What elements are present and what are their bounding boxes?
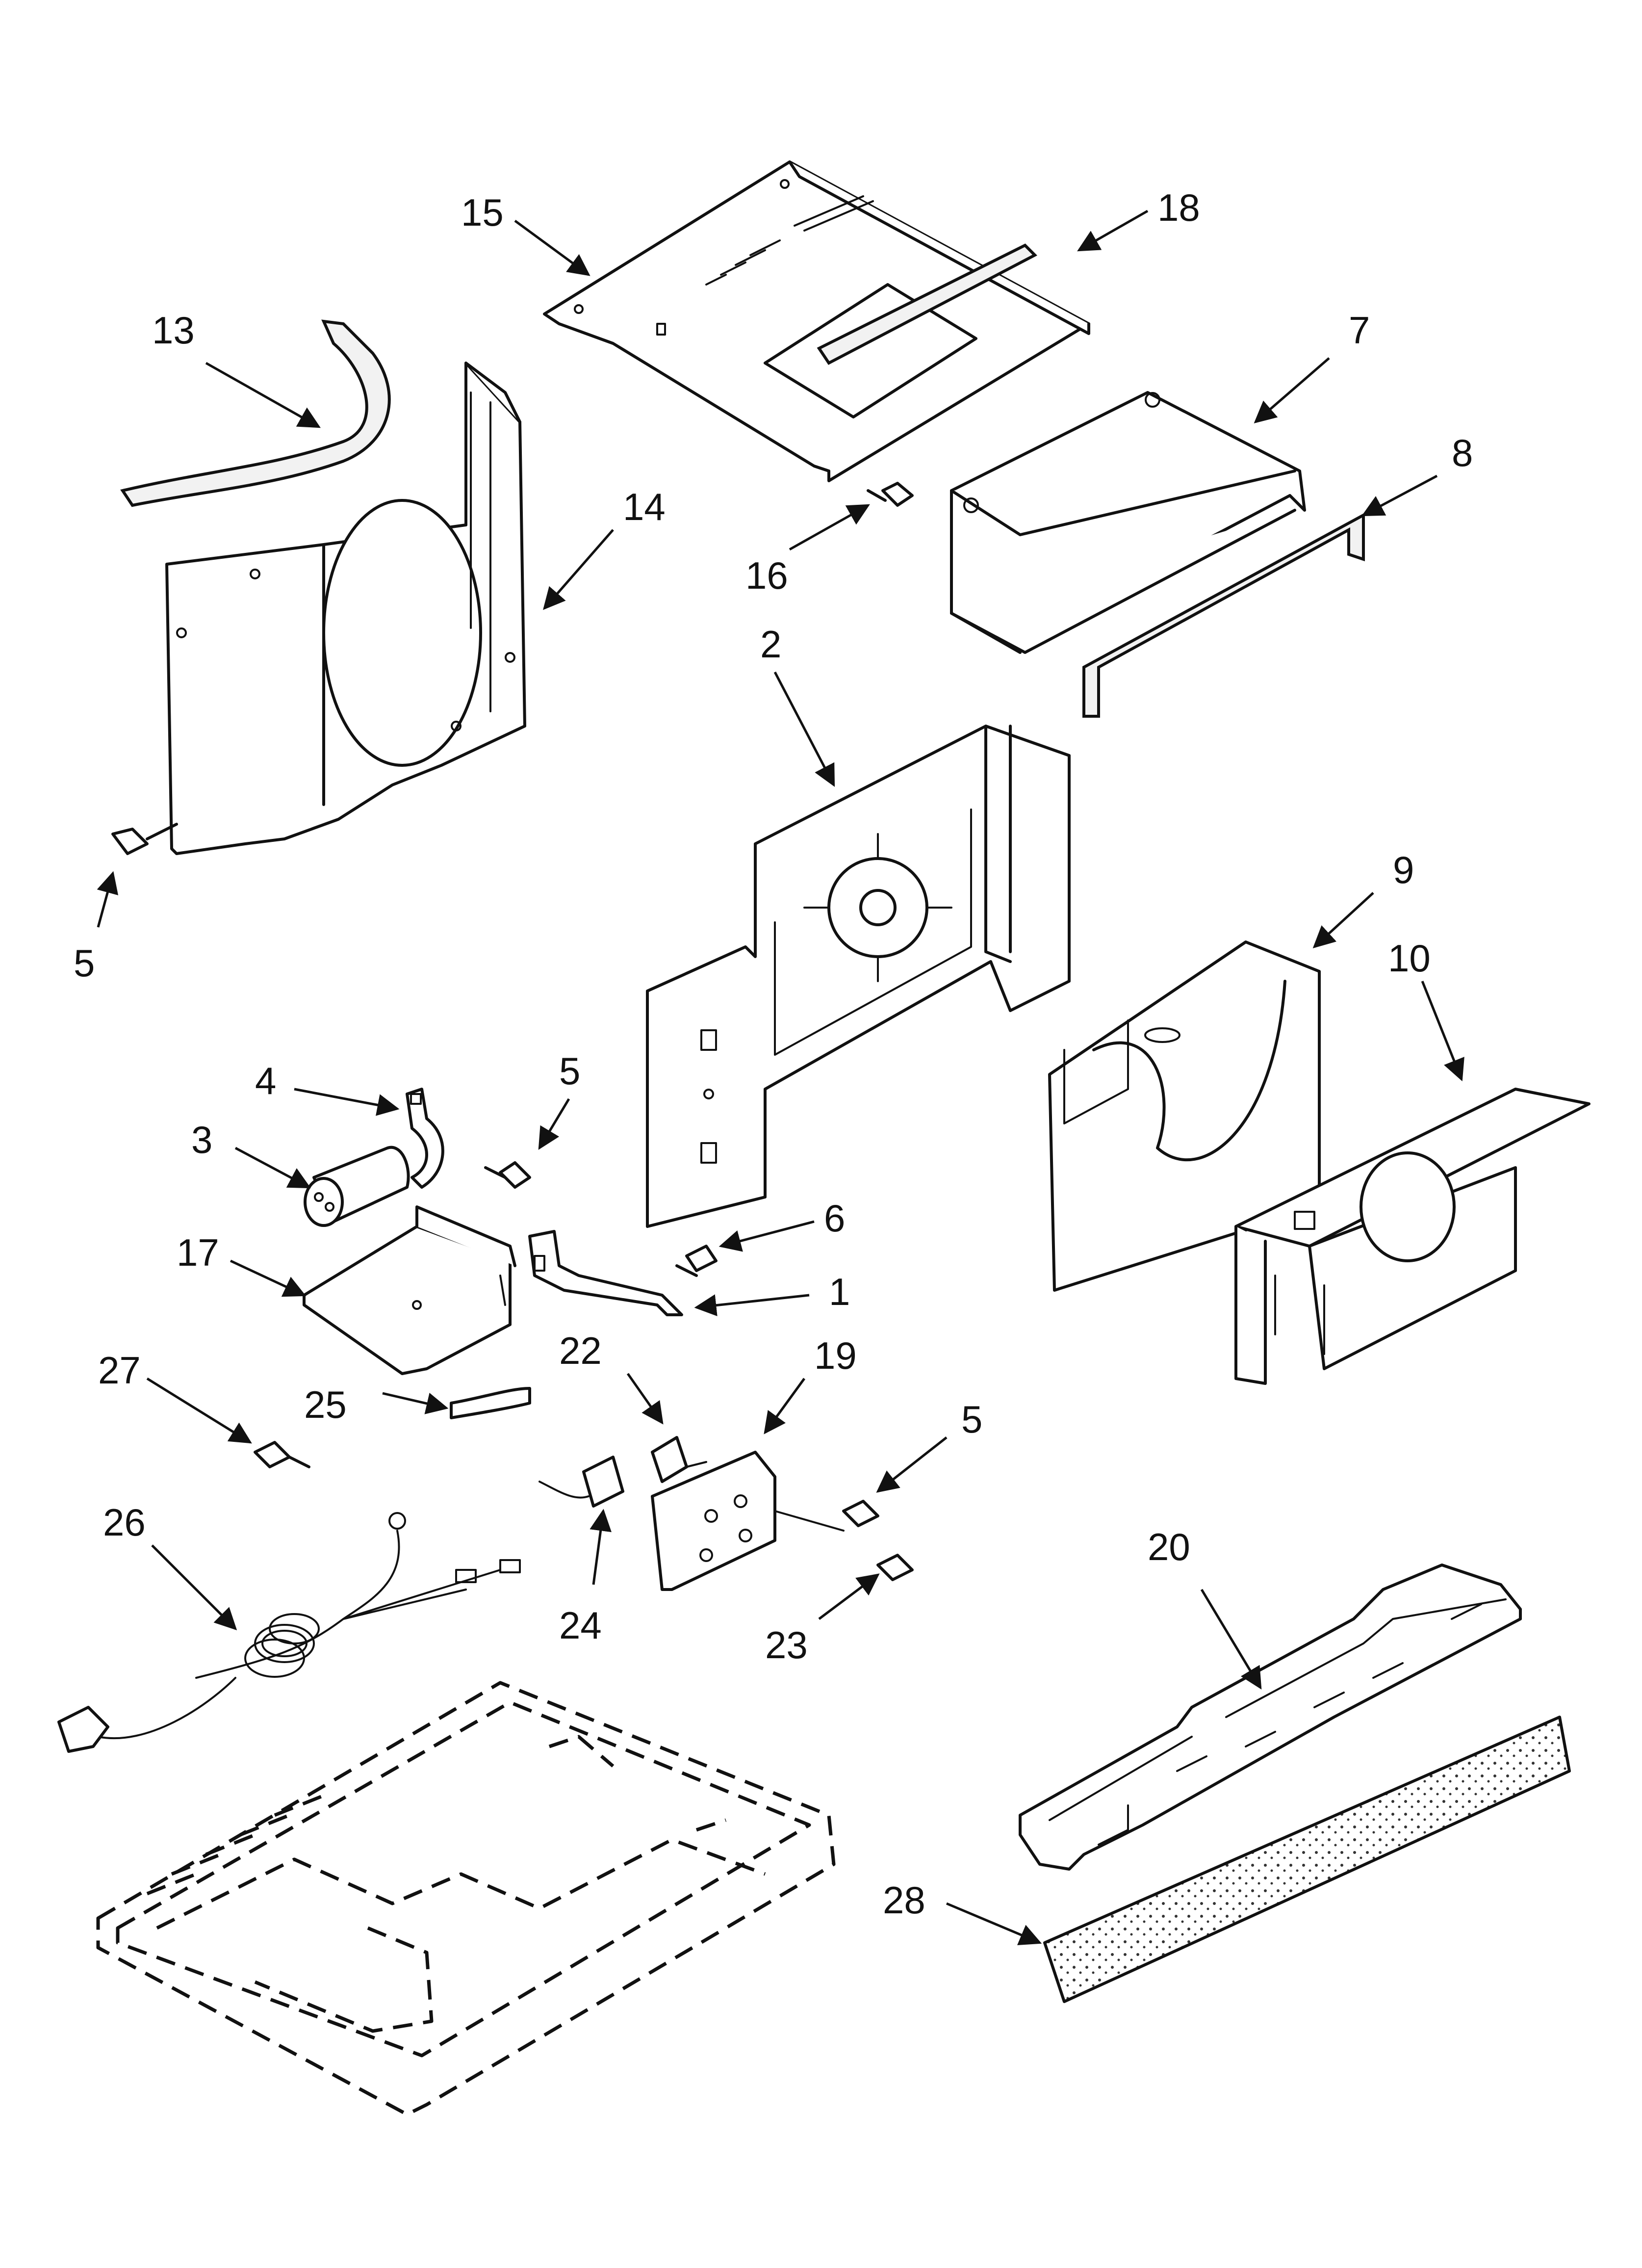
callout-16: 16 bbox=[745, 554, 788, 597]
callout-14: 14 bbox=[623, 485, 666, 528]
part-switch-24 bbox=[539, 1456, 624, 1508]
callout-10: 10 bbox=[1388, 937, 1431, 980]
callout-1: 1 bbox=[829, 1270, 850, 1313]
callout-22: 22 bbox=[559, 1329, 602, 1372]
callout-8: 8 bbox=[1452, 431, 1473, 474]
callout-15: 15 bbox=[461, 191, 504, 234]
callout-17: 17 bbox=[177, 1231, 219, 1274]
part-capacitor-3 bbox=[304, 1146, 410, 1227]
callout-25: 25 bbox=[304, 1383, 347, 1426]
leader-arrows bbox=[97, 209, 1464, 1946]
part-screw-5-middle bbox=[484, 1161, 531, 1189]
callout-27: 27 bbox=[98, 1349, 141, 1392]
callout-6: 6 bbox=[824, 1197, 845, 1240]
part-screw-16 bbox=[867, 482, 914, 507]
part-strip-8 bbox=[1082, 512, 1365, 718]
part-screw-27 bbox=[254, 1441, 310, 1468]
base-pan-dashed bbox=[96, 1681, 836, 2116]
part-scroll-9 bbox=[1048, 940, 1321, 1292]
part-screw-23 bbox=[876, 1554, 914, 1581]
callout-23: 23 bbox=[765, 1623, 808, 1667]
callout-5-left: 5 bbox=[74, 941, 95, 985]
part-shroud-14 bbox=[165, 362, 526, 855]
part-hose-25 bbox=[450, 1387, 531, 1419]
callout-2: 2 bbox=[760, 623, 781, 666]
callout-26: 26 bbox=[103, 1501, 146, 1544]
part-filter-28 bbox=[1043, 1716, 1571, 2003]
part-clip-1 bbox=[528, 1230, 683, 1316]
part-gasket-strip-18 bbox=[817, 243, 1038, 365]
part-power-cord-26 bbox=[57, 1512, 521, 1753]
callout-9: 9 bbox=[1393, 848, 1414, 891]
callout-24: 24 bbox=[559, 1604, 602, 1647]
callout-5-right: 5 bbox=[961, 1398, 982, 1441]
callout-19: 19 bbox=[814, 1334, 857, 1377]
part-screw-5-left bbox=[111, 823, 178, 855]
part-rail-10 bbox=[1234, 1088, 1591, 1385]
callout-28: 28 bbox=[883, 1878, 925, 1922]
part-switch-22 bbox=[651, 1436, 707, 1483]
callout-3: 3 bbox=[191, 1118, 212, 1161]
part-top-cover bbox=[543, 160, 1090, 482]
part-drain-pan-20 bbox=[1019, 1564, 1522, 1871]
part-orifice-panel-2 bbox=[646, 725, 1071, 1228]
part-screw-5-right bbox=[842, 1500, 879, 1527]
part-strap-4 bbox=[406, 1088, 444, 1189]
part-plate-19 bbox=[651, 1451, 845, 1591]
callout-13: 13 bbox=[152, 309, 195, 352]
callout-18: 18 bbox=[1157, 186, 1200, 229]
part-screw-6 bbox=[675, 1245, 718, 1277]
callout-20: 20 bbox=[1148, 1525, 1190, 1568]
part-bracket-17 bbox=[303, 1205, 516, 1375]
part-foam-seal-13 bbox=[120, 319, 391, 507]
callout-5-middle: 5 bbox=[559, 1049, 580, 1093]
callout-labels: 15 18 13 7 8 14 16 2 5 9 10 5 4 3 6 17 1… bbox=[74, 186, 1473, 1922]
callout-4: 4 bbox=[255, 1059, 276, 1102]
part-cover-7 bbox=[950, 391, 1306, 654]
callout-7: 7 bbox=[1349, 309, 1370, 352]
